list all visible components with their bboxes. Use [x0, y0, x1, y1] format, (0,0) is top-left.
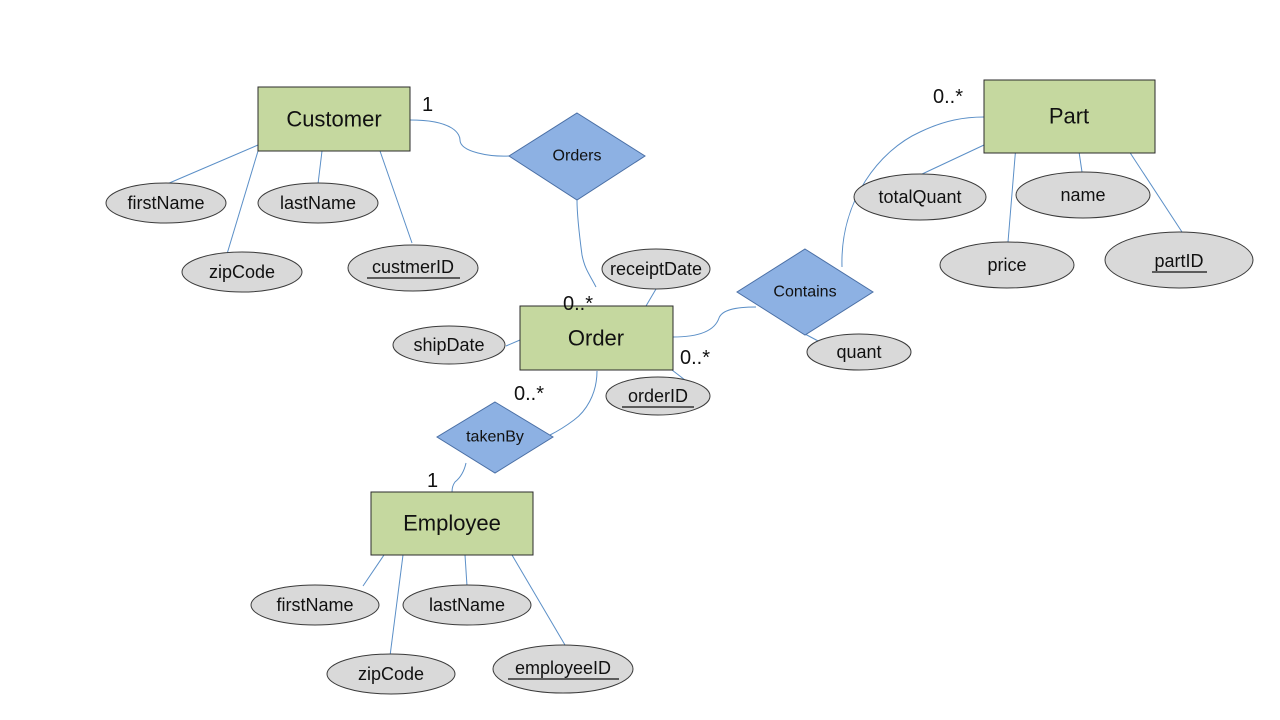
entity-customer[interactable]: Customer [257, 86, 411, 152]
attribute-employee-id[interactable]: employeeID [492, 644, 634, 694]
attribute-contains-quant[interactable]: quant [806, 333, 912, 371]
cardinality-employee-taken-by: 1 [427, 470, 438, 492]
attribute-order-receiptdate[interactable]: receiptDate [601, 248, 711, 290]
attribute-part-name-label: name [1060, 185, 1105, 205]
entity-employee-label: Employee [403, 511, 501, 536]
connector-part-totalquant [919, 144, 985, 176]
connector-order-contains [672, 306, 757, 338]
connector-customer-orders [409, 119, 511, 157]
attribute-customer-lastname[interactable]: lastName [257, 182, 379, 224]
connectors [166, 116, 1183, 657]
cardinality-customer-orders: 1 [422, 94, 433, 116]
connector-takenby-employee [451, 462, 467, 493]
relationship-taken-by-label: takenBy [466, 429, 524, 446]
connector-customer-zipcode [226, 150, 259, 255]
cardinality-order-taken-by: 0..* [514, 383, 544, 405]
attribute-part-totalquant[interactable]: totalQuant [853, 173, 987, 221]
connector-part-price [1007, 144, 1017, 243]
connector-part-id [1124, 144, 1183, 233]
attribute-customer-zipcode[interactable]: zipCode [181, 251, 303, 293]
relationship-orders-label: Orders [553, 148, 602, 165]
cardinality-order-contains: 0..* [680, 347, 710, 369]
attribute-part-id[interactable]: partID [1104, 231, 1254, 289]
attribute-employee-firstname[interactable]: firstName [250, 584, 380, 626]
attribute-customer-firstname[interactable]: firstName [105, 182, 227, 224]
attribute-order-shipdate[interactable]: shipDate [392, 325, 506, 365]
attribute-customer-id[interactable]: custmerID [347, 244, 479, 292]
connector-customer-id [379, 150, 413, 244]
attribute-customer-lastname-label: lastName [280, 193, 356, 213]
attribute-part-totalquant-label: totalQuant [878, 187, 961, 207]
entity-order-label: Order [568, 326, 624, 351]
connector-employee-lastname [464, 554, 468, 587]
attribute-customer-zipcode-label: zipCode [209, 262, 275, 282]
attribute-order-shipdate-label: shipDate [413, 335, 484, 355]
connector-orders-order [576, 199, 597, 288]
attribute-order-id-label: orderID [628, 386, 688, 406]
cardinality-part-contains: 0..* [933, 86, 963, 108]
connector-employee-firstname [362, 554, 385, 587]
connector-order-receiptdate [645, 288, 657, 307]
attribute-part-price-label: price [987, 255, 1026, 275]
relationship-taken-by[interactable]: takenBy [436, 401, 554, 474]
connector-order-id [671, 369, 686, 381]
attribute-contains-quant-label: quant [836, 342, 881, 362]
attribute-part-price[interactable]: price [939, 241, 1075, 289]
entity-order[interactable]: Order [519, 305, 674, 371]
connector-employee-id [511, 554, 566, 646]
attribute-employee-id-label: employeeID [515, 658, 611, 678]
entity-employee[interactable]: Employee [370, 491, 534, 556]
connector-customer-lastname [317, 150, 323, 185]
attribute-employee-firstname-label: firstName [276, 595, 353, 615]
attribute-part-id-label: partID [1154, 251, 1203, 271]
attribute-order-id[interactable]: orderID [605, 376, 711, 416]
attribute-part-name[interactable]: name [1015, 171, 1151, 219]
relationship-contains-label: Contains [773, 284, 836, 301]
attribute-employee-zipcode-label: zipCode [358, 664, 424, 684]
connector-order-takenby [549, 370, 598, 436]
connector-customer-firstname [166, 144, 259, 185]
entity-part-label: Part [1049, 104, 1089, 129]
attribute-employee-zipcode[interactable]: zipCode [326, 653, 456, 695]
entity-part[interactable]: Part [983, 79, 1156, 154]
attribute-employee-lastname[interactable]: lastName [402, 584, 532, 626]
attribute-customer-id-label: custmerID [372, 257, 454, 277]
entity-customer-label: Customer [286, 107, 381, 132]
connector-contains-part [841, 116, 985, 268]
attribute-order-receiptdate-label: receiptDate [610, 259, 702, 279]
connector-order-shipdate [505, 339, 521, 347]
attribute-customer-firstname-label: firstName [127, 193, 204, 213]
connector-employee-zipcode [389, 554, 404, 657]
relationship-orders[interactable]: Orders [508, 112, 646, 201]
cardinality-order-orders: 0..* [563, 293, 593, 315]
attribute-employee-lastname-label: lastName [429, 595, 505, 615]
relationship-contains[interactable]: Contains [736, 248, 874, 336]
